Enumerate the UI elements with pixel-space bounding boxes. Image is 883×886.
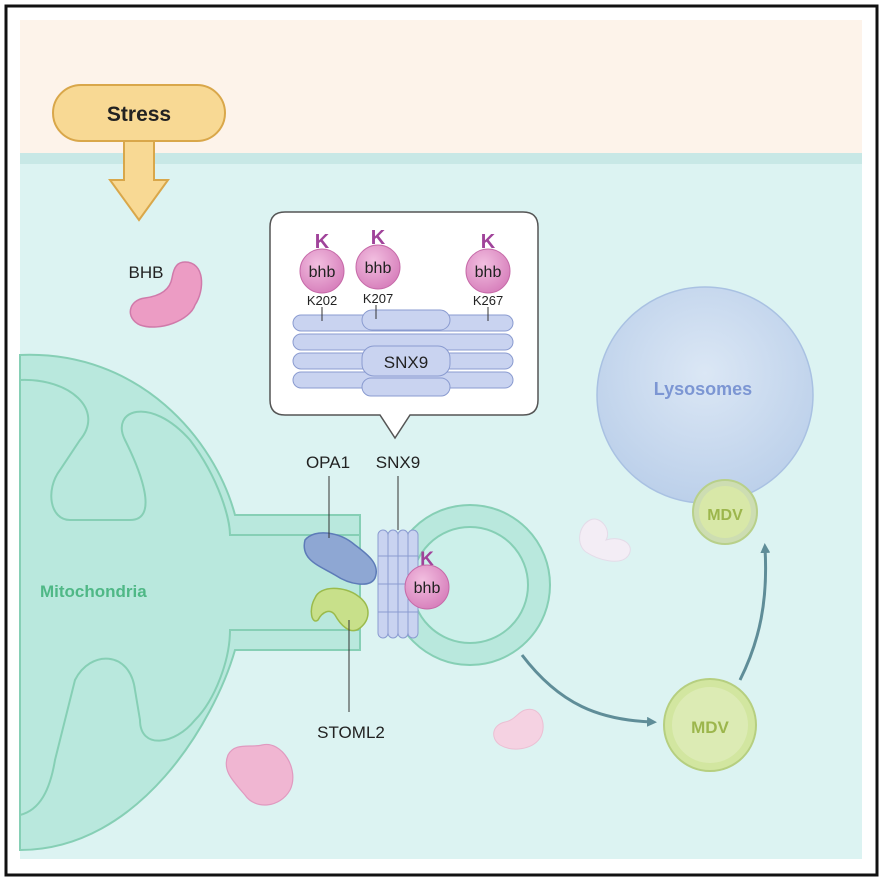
- site-label: K207: [363, 291, 393, 306]
- mdv-docked-label: MDV: [707, 507, 743, 524]
- bhb-mod-k267: K bhb K267: [465, 231, 511, 308]
- plasma-membrane: [20, 153, 862, 164]
- snx9-callout: [269, 211, 539, 440]
- bhb-molecule-icon: [225, 743, 294, 806]
- bhb-mark-label: bhb: [365, 260, 392, 277]
- bhb-molecule-icon: [579, 518, 631, 562]
- bhb-mark-circle: [404, 564, 450, 610]
- bhb-molecule-icon: [129, 261, 203, 328]
- opa1-protein-icon: [303, 532, 377, 585]
- lysosome: [596, 286, 814, 545]
- opa1-label: OPA1: [306, 453, 350, 472]
- mitochondrion: [19, 353, 551, 852]
- mdv-free-label: MDV: [691, 718, 729, 737]
- site-label: K202: [307, 293, 337, 308]
- snx9-label: SNX9: [376, 453, 420, 472]
- fusion-arrow-icon: [738, 543, 771, 681]
- budding-arrow-icon: [520, 654, 657, 727]
- stress-arrow-icon: [108, 140, 170, 222]
- stress-label: Stress: [107, 103, 171, 126]
- mdv-vesicle-inner: [672, 687, 748, 763]
- lysine-k-icon: K: [371, 227, 386, 249]
- stoml2-label: STOML2: [317, 723, 385, 742]
- stoml2-protein-icon: [310, 587, 369, 632]
- lysosomes-label: Lysosomes: [654, 379, 752, 399]
- site-label: K267: [473, 293, 503, 308]
- bhb-mark-label: bhb: [414, 580, 441, 597]
- snx9-callout-label: SNX9: [384, 353, 428, 372]
- protein-complex: K bhb: [303, 529, 450, 639]
- bhb-mark-label: bhb: [309, 264, 336, 281]
- bhb-label: BHB: [129, 263, 164, 282]
- stress-signal: Stress: [52, 84, 226, 222]
- bhb-mod-k207: K bhb K207: [355, 227, 401, 306]
- bhb-molecule-icon: [493, 708, 544, 750]
- lysine-k-icon: K: [420, 549, 434, 570]
- bhb-mark-label: bhb: [475, 264, 502, 281]
- bhb-mod-k202: K bhb K202: [299, 231, 345, 308]
- lysine-k-icon: K: [315, 231, 330, 253]
- mitochondria-label: Mitochondria: [40, 582, 147, 601]
- lysine-k-icon: K: [481, 231, 496, 253]
